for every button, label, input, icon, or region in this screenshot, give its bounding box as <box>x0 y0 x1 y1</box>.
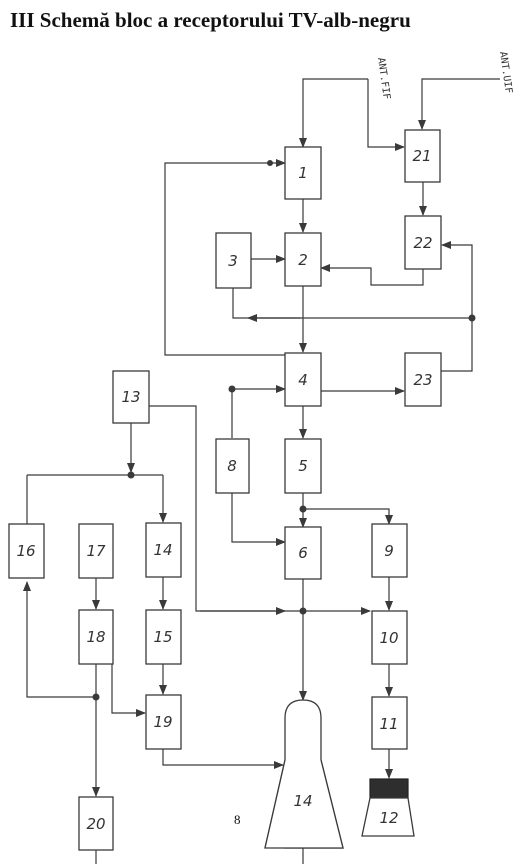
block-12-speaker: 12 <box>361 778 415 837</box>
block-3-label: 3 <box>228 252 238 270</box>
wire-antfif-to-21 <box>367 79 405 151</box>
speaker-magnet <box>369 778 409 799</box>
block-18: 18 <box>78 609 114 665</box>
speaker-cone <box>361 797 415 837</box>
wire-19-to-kinescope <box>162 749 284 769</box>
block-9: 9 <box>371 523 408 578</box>
block-14: 14 <box>145 522 182 578</box>
wire-18-to-19 <box>111 664 146 717</box>
block-11-label: 11 <box>379 715 398 733</box>
junction-4-left <box>228 385 236 393</box>
wire-8-to-6 <box>231 493 286 546</box>
junction-6-out <box>299 607 307 615</box>
block-1: 1 <box>284 146 322 200</box>
block-10: 10 <box>371 610 408 665</box>
wire-antuif-to-21 <box>418 78 500 130</box>
antenna-fif-label: ANT.FIF <box>375 57 392 100</box>
block-19-label: 19 <box>153 713 172 731</box>
block-16-label: 16 <box>16 542 35 560</box>
block-13-label: 13 <box>121 388 140 406</box>
wire-23-to-agc <box>441 318 473 372</box>
block-2-label: 2 <box>298 251 308 269</box>
block-8: 8 <box>215 438 250 494</box>
block-6-label: 6 <box>298 544 308 562</box>
block-12-label: 12 <box>379 809 398 827</box>
junction-13-split <box>127 471 135 479</box>
block-1-label: 1 <box>298 164 308 182</box>
wire-22-to-2 <box>320 264 424 286</box>
block-4-label: 4 <box>298 371 308 389</box>
wire-agc-to-3 <box>232 288 472 319</box>
block-10-label: 10 <box>379 629 398 647</box>
block-8-label: 8 <box>227 457 237 475</box>
wire-feedback-to-1 <box>164 159 286 356</box>
page-title: III Schemă bloc a receptorului TV-alb-ne… <box>10 8 411 32</box>
block-9-label: 9 <box>384 542 394 560</box>
block-21-label: 21 <box>412 147 431 165</box>
junction-1-in <box>267 160 273 166</box>
junctions <box>92 160 476 701</box>
wire-5-to-9 <box>303 508 393 525</box>
wire-18-to-16 <box>23 581 96 698</box>
junction-5-out <box>299 505 307 513</box>
block-17: 17 <box>78 523 114 579</box>
connections <box>23 78 500 864</box>
block-14-label: 14 <box>153 541 172 559</box>
block-3: 3 <box>215 232 252 289</box>
kinescope-block: 14 <box>264 699 344 849</box>
junction-agc <box>468 314 476 322</box>
kinescope-funnel <box>264 759 344 849</box>
block-15-label: 15 <box>153 628 172 646</box>
block-4: 4 <box>284 352 322 407</box>
block-23-label: 23 <box>413 371 432 389</box>
block-20: 20 <box>78 796 114 851</box>
block-11: 11 <box>371 696 408 750</box>
block-18-label: 18 <box>86 628 105 646</box>
block-20-label: 20 <box>86 815 105 833</box>
block-16: 16 <box>8 523 45 579</box>
wire-antfif-to-1 <box>299 78 368 148</box>
block-15: 15 <box>145 609 182 665</box>
block-22: 22 <box>404 215 442 270</box>
block-19: 19 <box>145 694 182 750</box>
block-2: 2 <box>284 232 322 287</box>
wire-agc-to-22 <box>441 241 473 318</box>
block-13: 13 <box>112 370 150 424</box>
antenna-uif-label: ANT.UIF <box>497 51 514 94</box>
block-22-label: 22 <box>413 234 432 252</box>
junction-18-out <box>92 693 100 701</box>
block-5: 5 <box>284 438 322 494</box>
page-number: 8 <box>234 812 241 827</box>
block-21: 21 <box>404 129 441 183</box>
block-23: 23 <box>404 352 442 407</box>
block-6: 6 <box>284 526 322 580</box>
block-17-label: 17 <box>86 542 106 560</box>
block-5-label: 5 <box>298 457 308 475</box>
kinescope-label: 14 <box>293 792 312 810</box>
